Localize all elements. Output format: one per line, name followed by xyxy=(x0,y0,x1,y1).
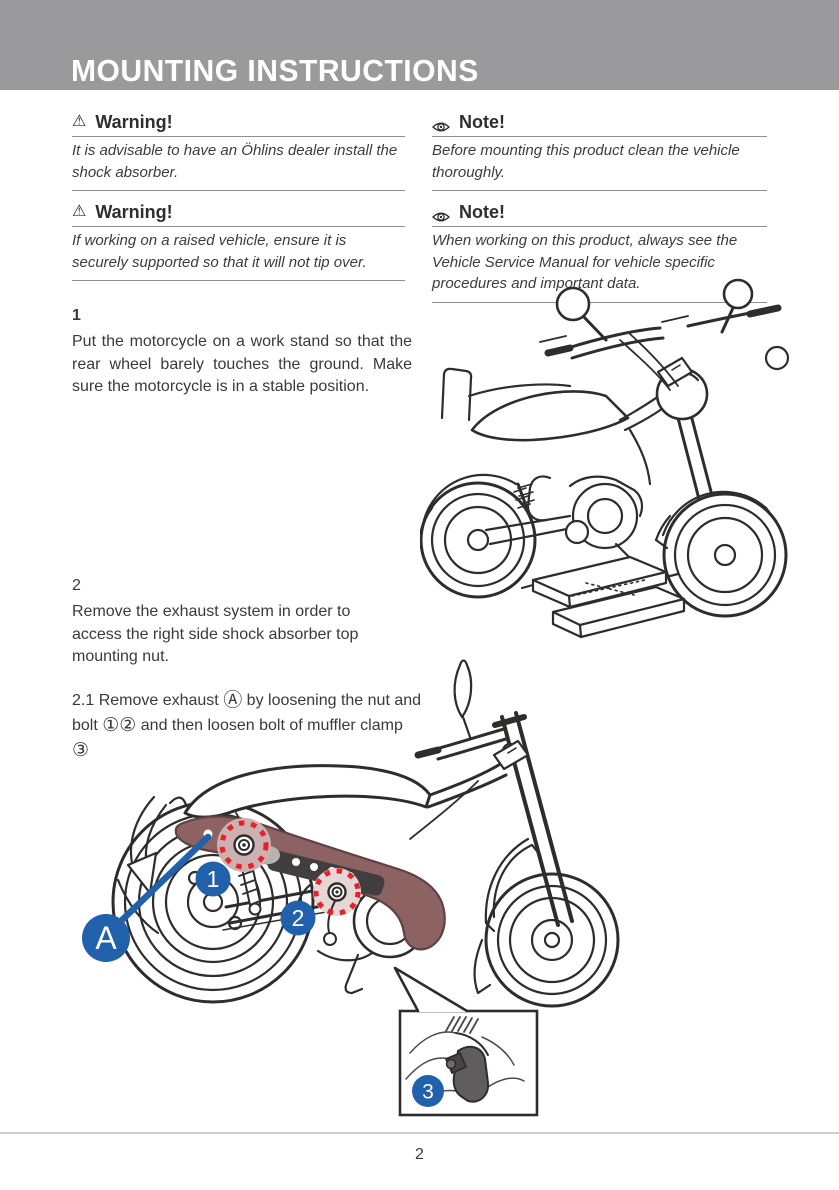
step-2-1-text: 2.1 Remove exhaust Ⓐ by loosening the nu… xyxy=(72,688,422,763)
step-2-1-part: by loosening the nut and bolt xyxy=(72,692,422,734)
front-wheel xyxy=(484,872,620,1008)
note-title: Note! xyxy=(459,202,505,222)
front-fender xyxy=(661,490,768,537)
warning-body: If working on a raised vehicle, ensure i… xyxy=(72,227,405,281)
step-2-number: 2 xyxy=(72,577,81,594)
note-body: When working on this product, always see… xyxy=(432,227,767,303)
ref-circled-a: Ⓐ xyxy=(223,689,243,711)
tail-bodywork xyxy=(116,795,188,935)
warning-section-1: ⚠ Warning! It is advisable to have an Öh… xyxy=(72,112,405,191)
callout-3-badge: 3 xyxy=(412,1075,444,1107)
mirrors xyxy=(555,278,754,342)
notes-column: Note! Before mounting this product clean… xyxy=(431,112,767,314)
page-number: 2 xyxy=(415,1146,424,1163)
footer-divider xyxy=(0,1132,839,1134)
step-1: 1 Put the motorcycle on a work stand so … xyxy=(72,306,412,399)
rear-fender xyxy=(422,473,518,522)
warnings-column: ⚠ Warning! It is advisable to have an Öh… xyxy=(72,112,405,292)
figure-exhaust-removal: A 1 2 xyxy=(58,655,643,1125)
turn-signal xyxy=(764,345,790,371)
eye-icon xyxy=(431,117,451,131)
bolt-1 xyxy=(233,834,255,856)
header-bar xyxy=(0,0,839,90)
note-title-row: Note! xyxy=(431,202,767,227)
note-section-1: Note! Before mounting this product clean… xyxy=(431,112,767,191)
inset-detail-box: 3 xyxy=(393,966,539,1117)
warning-section-2: ⚠ Warning! If working on a raised vehicl… xyxy=(72,202,405,281)
warning-title: Warning! xyxy=(95,112,173,132)
warning-title: Warning! xyxy=(95,202,173,222)
callout-2-badge: 2 xyxy=(280,900,316,936)
callout-a-badge: A xyxy=(82,914,130,962)
handlebar xyxy=(539,304,782,360)
step-2-text: Remove the exhaust system in order to ac… xyxy=(72,603,359,665)
front-wheel xyxy=(662,492,788,618)
engine xyxy=(517,475,644,570)
headstock-tag xyxy=(656,356,694,388)
note-title: Note! xyxy=(459,112,505,132)
warning-title-row: ⚠ Warning! xyxy=(72,112,405,137)
red-dotted-circle-2 xyxy=(313,868,361,916)
step-2-1-part: and then loosen bolt of muffler clamp xyxy=(136,717,403,734)
svg-text:1: 1 xyxy=(207,866,220,892)
callout-a-leader xyxy=(117,833,212,925)
warning-body: It is advisable to have an Öhlins dealer… xyxy=(72,137,405,191)
red-dotted-circle-1 xyxy=(219,820,269,870)
eye-icon xyxy=(431,207,451,221)
seat xyxy=(470,390,630,442)
rear-rack xyxy=(440,367,473,422)
warning-title-row: ⚠ Warning! xyxy=(72,202,405,227)
note-title-row: Note! xyxy=(431,112,767,137)
ref-circled-3: ③ xyxy=(72,739,90,761)
step-2: 2 Remove the exhaust system in order to … xyxy=(72,576,384,669)
handlebar xyxy=(414,659,530,771)
ref-circled-1-2: ①② xyxy=(102,714,137,736)
warning-triangle-icon: ⚠ xyxy=(72,202,87,220)
note-body: Before mounting this product clean the v… xyxy=(432,137,767,191)
page-title: MOUNTING INSTRUCTIONS xyxy=(71,53,479,88)
step-1-text: Put the motorcycle on a work stand so th… xyxy=(72,333,412,395)
callout-1-badge: 1 xyxy=(195,861,231,897)
warning-triangle-icon: ⚠ xyxy=(72,112,87,130)
svg-text:2: 2 xyxy=(292,905,305,931)
work-stand xyxy=(520,555,686,639)
step-2-1-part: 2.1 Remove exhaust xyxy=(72,692,224,709)
seat xyxy=(183,764,432,819)
step-1-number: 1 xyxy=(72,307,81,324)
svg-text:3: 3 xyxy=(422,1081,434,1104)
figure-motorcycle-on-stand xyxy=(418,278,839,673)
svg-text:A: A xyxy=(95,920,117,956)
note-section-2: Note! When working on this product, alwa… xyxy=(431,202,767,303)
bolt-2 xyxy=(323,882,347,946)
